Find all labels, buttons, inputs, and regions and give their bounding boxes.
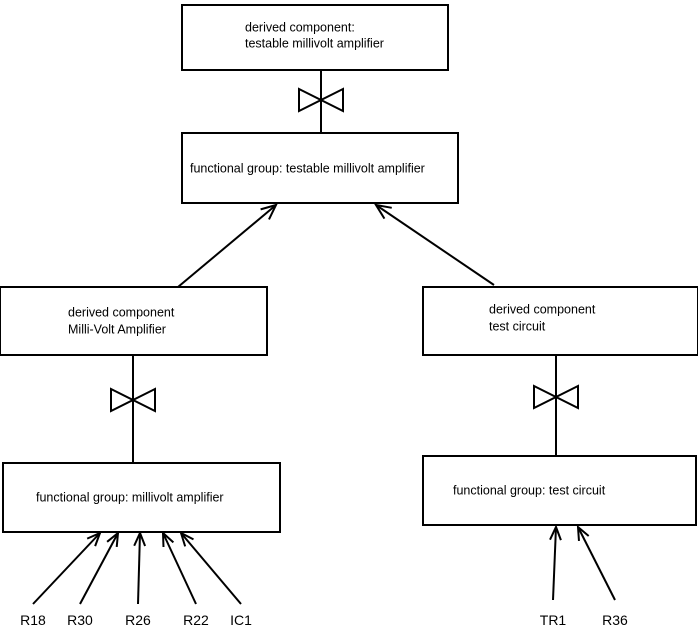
box-label-derived-milli-volt-amplifier-line-2: Milli-Volt Amplifier bbox=[68, 322, 166, 336]
arrow-testcircuit-to-testable bbox=[375, 204, 495, 286]
arrow-millivolt-to-testable-arrowhead-icon bbox=[260, 203, 278, 220]
arrow-ic1 bbox=[180, 532, 242, 605]
box-derived-test-circuit[interactable]: derived component test circuit bbox=[422, 286, 698, 356]
arrow-testcircuit-to-testable-arrowhead-icon bbox=[373, 203, 392, 220]
component-label-r30: R30 bbox=[67, 612, 93, 628]
box-functional-group-millivolt-amplifier[interactable]: functional group: millivolt amplifier bbox=[2, 462, 281, 533]
bowtie-connector-group bbox=[110, 87, 579, 413]
box-label-functional-group-testable-millivolt-amplifier-line-1: functional group: testable millivolt amp… bbox=[190, 161, 425, 175]
box-outline-functional-group-millivolt-amplifier bbox=[2, 462, 281, 533]
arrow-millivolt-to-testable bbox=[177, 204, 277, 288]
diagonal-arrow-group bbox=[177, 203, 495, 288]
arrow-r36 bbox=[577, 526, 616, 601]
box-label-functional-group-test-circuit-line-1: functional group: test circuit bbox=[453, 483, 606, 497]
component-label-r36: R36 bbox=[602, 612, 628, 628]
component-label-ic1: IC1 bbox=[230, 612, 252, 628]
arrow-r30 bbox=[79, 532, 119, 605]
component-arrow-group bbox=[32, 524, 616, 605]
bowtie-right-left-triangle-icon bbox=[533, 384, 559, 410]
component-label-tr1: TR1 bbox=[540, 612, 567, 628]
box-functional-group-testable-millivolt-amplifier[interactable]: functional group: testable millivolt amp… bbox=[181, 132, 459, 204]
vertical-connector-group bbox=[132, 70, 557, 463]
component-label-r26: R26 bbox=[125, 612, 151, 628]
arrow-tr1-arrowhead-icon bbox=[549, 524, 562, 541]
box-label-derived-test-circuit-line-2: test circuit bbox=[489, 319, 546, 333]
bowtie-right-right-triangle-icon bbox=[553, 384, 579, 410]
box-derived-testable-millivolt-amplifier[interactable]: derived component: testable millivolt amp… bbox=[181, 4, 449, 71]
box-outline-functional-group-test-circuit bbox=[422, 455, 697, 526]
box-label-derived-milli-volt-amplifier-line-1: derived component bbox=[68, 305, 175, 319]
box-group: derived component: testable millivolt amp… bbox=[0, 4, 698, 533]
arrow-r26 bbox=[137, 532, 141, 605]
arrow-r18 bbox=[32, 532, 101, 605]
bowtie-top-right-triangle-icon bbox=[318, 87, 344, 113]
bowtie-left-left-triangle-icon bbox=[110, 387, 136, 413]
arrow-tr1 bbox=[552, 526, 557, 601]
box-outline-derived-testable-millivolt-amplifier bbox=[181, 4, 449, 71]
box-outline-derived-milli-volt-amplifier bbox=[0, 286, 268, 356]
box-functional-group-test-circuit[interactable]: functional group: test circuit bbox=[422, 455, 697, 526]
box-label-derived-test-circuit-line-1: derived component bbox=[489, 302, 596, 316]
bowtie-top-left-triangle-icon bbox=[298, 87, 324, 113]
bowtie-left-right-triangle-icon bbox=[130, 387, 156, 413]
component-label-r22: R22 bbox=[183, 612, 209, 628]
arrow-r22 bbox=[162, 532, 197, 605]
box-label-derived-testable-millivolt-amplifier-line-1: derived component: bbox=[245, 20, 355, 34]
component-label-r18: R18 bbox=[20, 612, 46, 628]
box-outline-functional-group-testable-millivolt-amplifier bbox=[181, 132, 459, 204]
box-outline-derived-test-circuit bbox=[422, 286, 698, 356]
box-label-derived-testable-millivolt-amplifier-line-2: testable millivolt amplifier bbox=[245, 36, 384, 50]
arrow-r36-arrowhead-icon bbox=[576, 524, 590, 542]
box-label-functional-group-millivolt-amplifier-line-1: functional group: millivolt amplifier bbox=[36, 490, 224, 504]
component-label-group: R18 R30 R26 R22 IC1 TR1 R36 bbox=[20, 612, 628, 628]
